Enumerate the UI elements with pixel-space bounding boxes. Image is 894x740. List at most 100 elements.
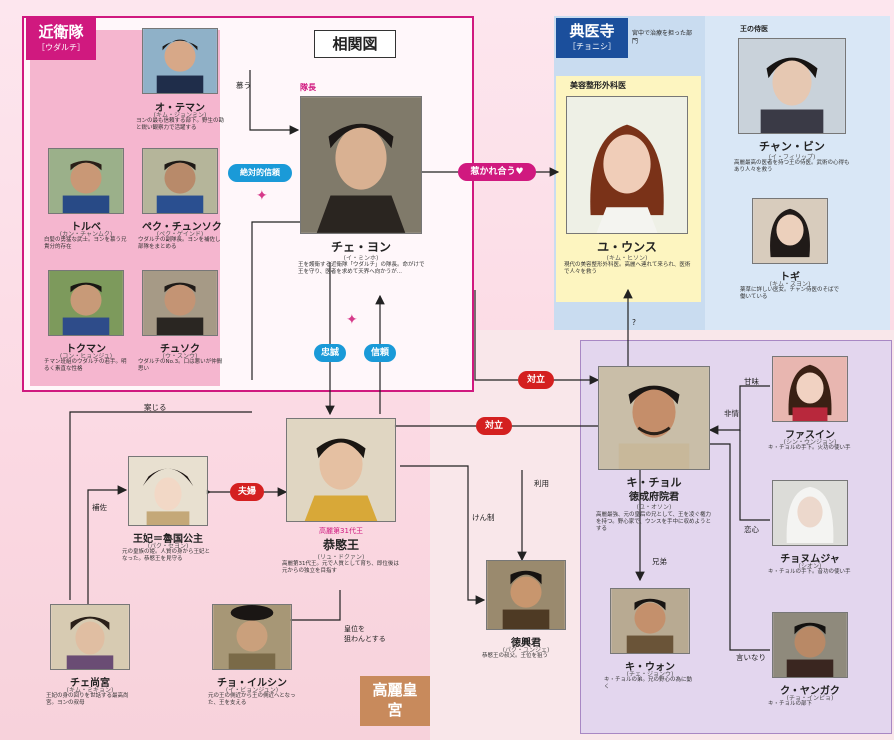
palace-label: 高麗皇宮: [372, 681, 418, 719]
clinic-note: 宮中で治療を担った部門: [632, 30, 693, 45]
line-protects: [87, 485, 128, 604]
name-kiwon: キ・ウォン: [625, 662, 675, 673]
line-trust-guard: [251, 221, 300, 380]
clinic-name: 典医寺: [569, 22, 615, 40]
line-closes: [69, 411, 252, 600]
label-follows: 慕う: [236, 81, 251, 90]
desc-torube: 白髪の勇猛な武士。ヨンを慕う兄貴分的存在: [44, 237, 127, 251]
sub-torube: (カン・チャンムク): [59, 231, 113, 238]
label-brothers: 兄弟: [652, 557, 667, 566]
desc-ohteman: ヨンの最も信頼する部下。野生の勘と鋭い観察力で活躍する: [136, 118, 225, 132]
pill-conflict2: 対立: [476, 417, 512, 435]
name-ohteman: オ・テマン: [155, 103, 205, 114]
label-uses: 利用: [534, 479, 549, 488]
sub-tegi: (キム・スヨン): [769, 281, 811, 288]
badge-royal: 王の侍医: [740, 25, 768, 33]
desc-tokuman: チマン班組のウダルチの若手。明るく素直な性格: [44, 359, 127, 373]
desc-king: 高麗第31代王。元で人質として育ち、即位後は元からの独立を目指す: [282, 561, 399, 575]
sub-chomuja: (シオン): [798, 563, 822, 570]
portrait-fasuin: [772, 356, 848, 422]
sub-chuso: (ウ・スンウ): [162, 353, 198, 360]
line-plot: [276, 590, 341, 621]
sub-joilsin: (イ・ビョンジュン): [225, 687, 279, 694]
sub-queen: (パク・セヨン): [147, 543, 189, 550]
desc-joilsin: 元の王の側近から王の側近へとなった、王を支える: [208, 693, 296, 707]
desc-chesangun: 王妃の身の回りを世話する最高尚宮。ヨンの叔母: [46, 693, 129, 707]
label-mentor: 恋心: [744, 525, 759, 534]
portrait-yuunsu: [566, 96, 688, 234]
name-chesangun: チェ尚宮: [70, 678, 110, 689]
line-conflict-top: [474, 290, 600, 385]
desc-fasuin: キ・チョルの手下。火功の使い手: [768, 445, 851, 451]
guard-header: 近衛隊 ［ウダルチ］: [26, 18, 96, 60]
desc-gichol: 高麗最強、元の皇后の兄として、王を凌ぐ権力を持つ。野心家で、ウンスを手中に収めよ…: [596, 512, 712, 533]
name-cheyon: チェ・ヨン: [330, 240, 391, 254]
portrait-tokhungun: [486, 560, 566, 630]
label-tempt: 甘味: [744, 377, 759, 386]
pill-absolute-trust: 絶対的信頼: [228, 164, 292, 182]
portrait-queen: [128, 456, 208, 526]
sub-ohteman: (キム・ジョンミン): [153, 112, 207, 119]
pill-mutual-love: 惹かれ合う♥: [458, 163, 536, 181]
sub-pekujun: (ペク・ゲインド): [156, 231, 204, 238]
desc-kiwon: キ・チョルの弟。兄の野心の為に動く: [604, 677, 693, 691]
desc-kuyangu: キ・チョルの部下: [768, 701, 813, 707]
portrait-kiwon: [610, 588, 690, 654]
portrait-gichol: [598, 366, 710, 470]
sub-tokuman: (コン・ヒョンジュ): [59, 353, 113, 360]
name-chomuja: チョヌムジャ: [780, 554, 840, 565]
name-tegi: トギ: [780, 272, 800, 283]
sub-kiwon: (チェ・ジョンウ): [626, 671, 674, 678]
sub-janbin: (イ・フィリップ): [768, 154, 816, 161]
name-fasuin: ファスイン: [785, 430, 835, 441]
pill-conflict1: 対立: [518, 371, 554, 389]
desc-cheyon: 王を護衛する近衛隊「ウダルチ」の隊長。命がけで王を守り、医者を求めて天界へ向かう…: [298, 262, 425, 276]
sub-king: (リュ・ドクァン): [317, 554, 365, 561]
sub-chesangun: (キム・ミギョン): [66, 687, 114, 694]
sub-cheyon: (イ・ミンホ): [343, 255, 379, 262]
name-gichol: キ・チョル: [626, 476, 682, 489]
portrait-chomuja: [772, 480, 848, 546]
desc-yuunsu: 現代の美容整形外科医。高麗へ連れて来られ、医術で人々を救う: [564, 262, 691, 276]
sub-tokhungun: (パク・ユンジェ): [502, 647, 550, 654]
portrait-janbin: [738, 38, 846, 134]
desc-tokhungun: 恭愍王の叔父。王位を狙う: [482, 653, 549, 659]
label-obey: 言いなり: [736, 653, 766, 662]
pill-couple: 夫婦: [230, 483, 264, 501]
sub-fasuin: (シン・ウンジョン): [783, 439, 837, 446]
line-fasuin: [708, 385, 770, 435]
line-check: [400, 465, 486, 605]
desc-pekujun: ウダルチの副隊長。ヨンを補佐し部隊をまとめる: [138, 237, 221, 251]
portrait-cheyon: [300, 96, 422, 234]
name-chuso: チュソク: [160, 344, 200, 355]
label-protects: 補佐: [92, 503, 107, 512]
portrait-ohteman: [142, 28, 218, 94]
name-joilsin: チョ・イルシン: [217, 678, 287, 689]
portrait-chesangun: [50, 604, 130, 670]
portrait-tegi: [752, 198, 828, 264]
desc-chuso: ウダルチのNo.3。口は悪いが仲間思い: [138, 359, 223, 373]
title-gichol: 徳成府院君: [629, 492, 679, 503]
name-torube: トルベ: [71, 222, 101, 233]
portrait-pekujun: [142, 148, 218, 214]
name-janbin: チャン・ビン: [759, 140, 825, 153]
line-chomuja: [739, 430, 770, 521]
pill-trust: 信頼: [364, 344, 396, 362]
star-center: ✦: [346, 312, 358, 328]
name-tokhungun: 徳興君: [511, 638, 541, 649]
line-kuyangu: [710, 443, 770, 651]
star-guard: ✦: [256, 188, 268, 204]
portrait-tokuman: [48, 270, 124, 336]
guard-reading: ［ウダルチ］: [37, 43, 85, 52]
name-king: 恭愍王: [322, 538, 359, 552]
name-tokuman: トクマン: [66, 344, 106, 355]
badge-captain: 隊長: [300, 83, 316, 92]
label-question: ?: [632, 318, 636, 327]
sub-gichol: (ユ・オソン): [636, 504, 672, 511]
portrait-chuso: [142, 270, 218, 336]
desc-queen: 元の皇族の姫。人質の身から王妃となった。恭愍王を見守る: [122, 549, 211, 563]
portrait-joilsin: [212, 604, 292, 670]
label-cruel: 非情: [724, 409, 739, 418]
badge-surgeon: 美容整形外科医: [570, 81, 626, 90]
label-closes: 案じる: [144, 403, 167, 412]
